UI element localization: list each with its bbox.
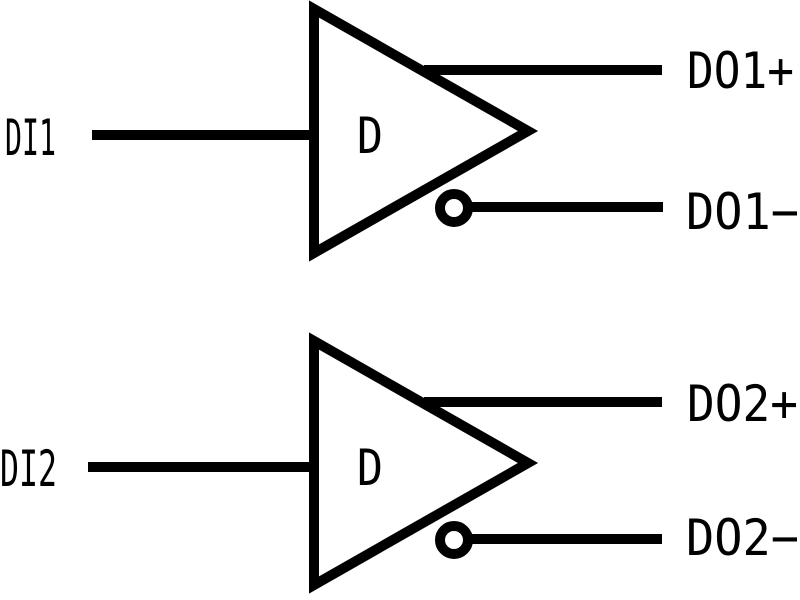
driver1-output-negative-label: DO1− [686,183,799,241]
line-driver-1: DI1 D DO1+ DO1− [5,0,799,262]
driver2-input-label: DI2 [0,440,57,498]
driver1-triangle-symbol [309,0,539,262]
driver1-output-positive-label: DO1+ [687,42,794,100]
driver2-symbol-label: D [357,439,383,497]
driver2-output-negative-label: DO2− [686,509,799,567]
driver1-input-label: DI1 [5,109,56,167]
driver2-output-positive-label: DO2+ [687,375,798,433]
driver1-symbol-label: D [357,107,383,165]
line-driver-2: DI2 D DO2+ DO2− [0,332,799,594]
driver2-triangle-symbol [309,332,539,594]
driver1-inversion-bubble-icon [435,189,473,227]
driver2-inversion-bubble-icon [435,521,473,559]
